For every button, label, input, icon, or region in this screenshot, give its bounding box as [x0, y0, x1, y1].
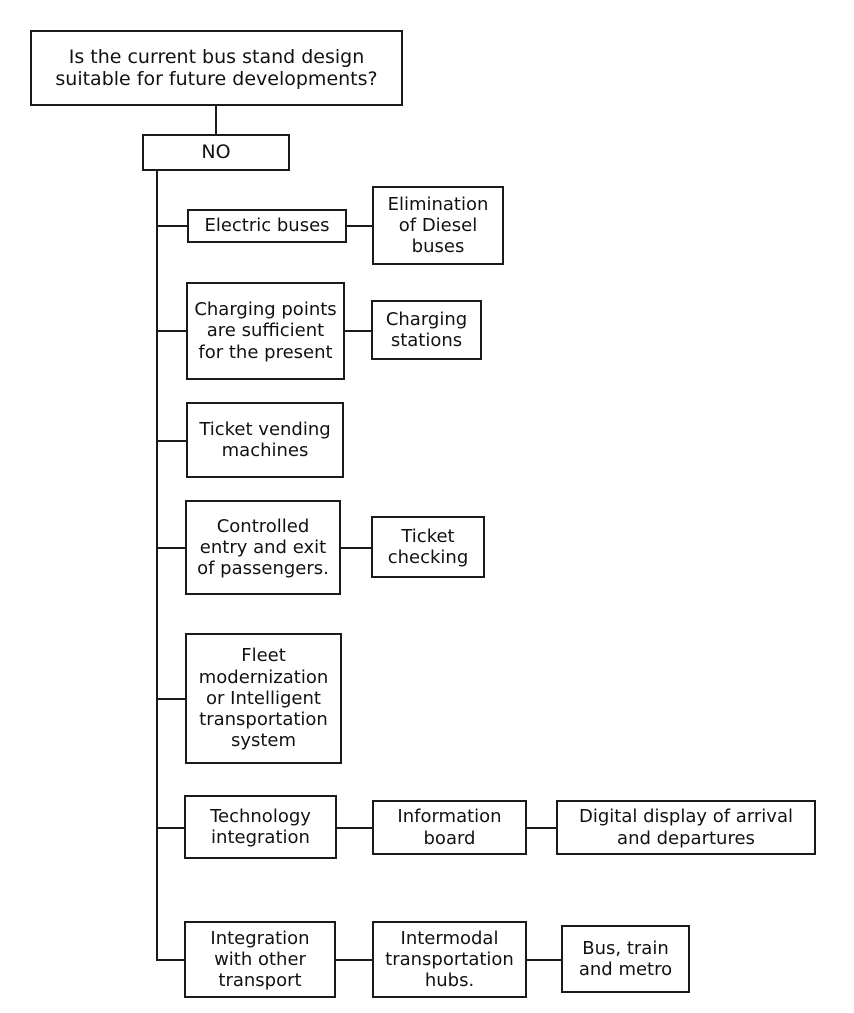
connector-main-spine — [156, 170, 158, 961]
connector-branch-6-l2-to-l3 — [527, 827, 557, 829]
branch-7-level1-box: Integration with other transport — [184, 921, 336, 998]
root-question-box: Is the current bus stand design suitable… — [30, 30, 403, 106]
connector-spine-to-branch-5 — [156, 698, 187, 700]
connector-spine-to-branch-3 — [156, 440, 188, 442]
decision-no-box: NO — [142, 134, 290, 171]
connector-spine-to-branch-7 — [156, 959, 185, 961]
branch-6-level2-box: Information board — [372, 800, 527, 855]
connector-branch-7-l2-to-l3 — [527, 959, 562, 961]
connector-branch-7-l1-to-l2 — [336, 959, 373, 961]
connector-branch-4-l1-to-l2 — [341, 547, 372, 549]
connector-branch-1-l1-to-l2 — [347, 225, 373, 227]
branch-4-level2-box: Ticket checking — [371, 516, 485, 578]
branch-6-level1-box: Technology integration — [184, 795, 337, 859]
branch-1-level1-box: Electric buses — [187, 209, 347, 243]
branch-4-level1-box: Controlled entry and exit of passengers. — [185, 500, 341, 595]
branch-3-level1-box: Ticket vending machines — [186, 402, 344, 478]
branch-6-level3-box: Digital display of arrival and departure… — [556, 800, 816, 855]
connector-spine-to-branch-1 — [156, 225, 188, 227]
connector-spine-to-branch-4 — [156, 547, 187, 549]
connector-branch-2-l1-to-l2 — [345, 330, 372, 332]
branch-2-level1-box: Charging points are sufficient for the p… — [186, 282, 345, 380]
branch-5-level1-box: Fleet modernization or Intelligent trans… — [185, 633, 342, 764]
branch-7-level3-box: Bus, train and metro — [561, 925, 690, 993]
connector-spine-to-branch-6 — [156, 827, 186, 829]
branch-2-level2-box: Charging stations — [371, 300, 482, 360]
branch-1-level2-box: Elimination of Diesel buses — [372, 186, 504, 265]
branch-7-level2-box: Intermodal transportation hubs. — [372, 921, 527, 998]
connector-branch-6-l1-to-l2 — [337, 827, 373, 829]
connector-spine-to-branch-2 — [156, 330, 188, 332]
connector-root-to-decision — [215, 106, 217, 135]
